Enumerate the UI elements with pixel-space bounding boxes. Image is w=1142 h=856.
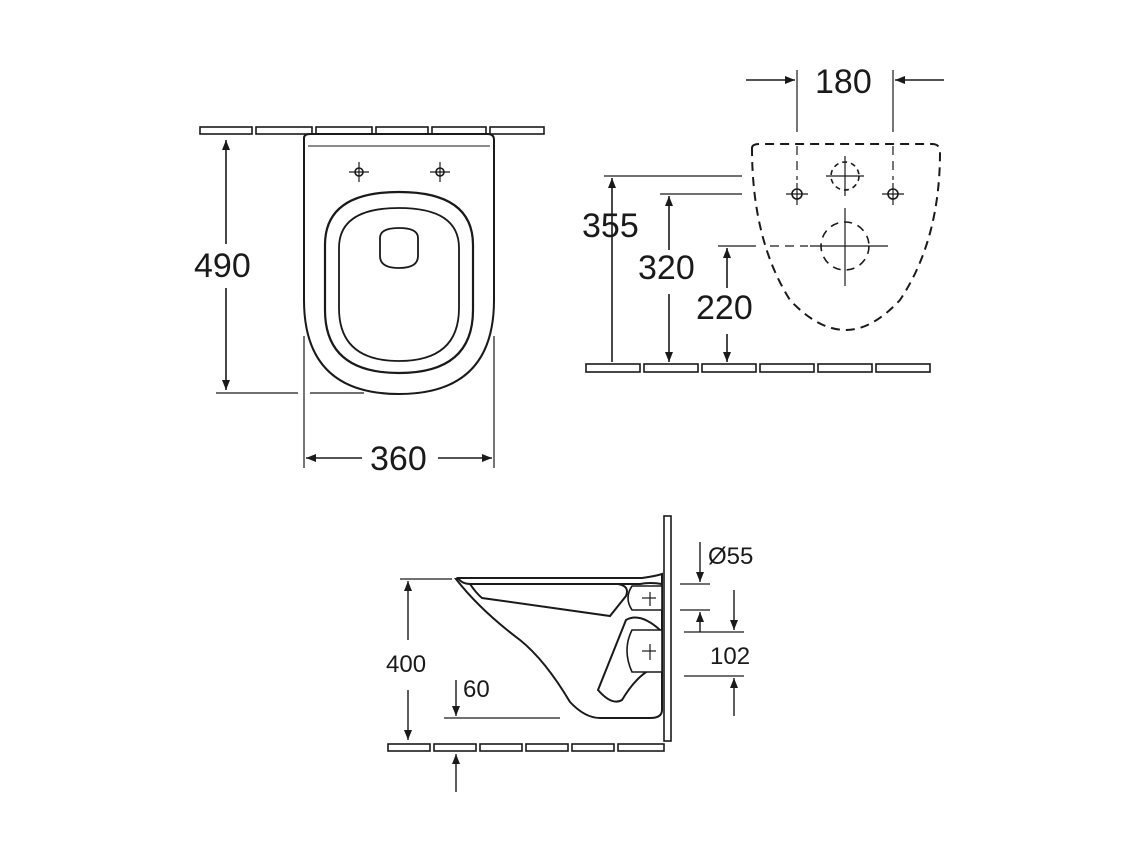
rear-view: [585, 70, 944, 373]
dimension-360: [303, 336, 495, 468]
rim: [456, 572, 663, 586]
bowl-cavity: [468, 583, 628, 618]
label-102: 102: [710, 643, 750, 670]
label-180: 180: [815, 63, 872, 101]
outlet-hole: [379, 227, 419, 269]
label-220: 220: [696, 289, 753, 327]
dimension-180: [746, 70, 944, 132]
fixing-hole-right: [430, 162, 450, 182]
wall-top-view: [199, 126, 545, 135]
top-view: [199, 126, 545, 468]
label-355: 355: [582, 207, 639, 245]
dimension-490: [216, 140, 364, 394]
label-490: 490: [194, 247, 251, 285]
wall-side-view: [663, 515, 672, 742]
rear-fixing-hole-right: [882, 183, 904, 205]
rear-fixing-hole-left: [786, 183, 808, 205]
floor-side-view: [387, 743, 665, 752]
floor-rear-view: [585, 363, 931, 373]
label-60: 60: [463, 676, 490, 703]
seat-inner: [338, 207, 460, 362]
label-360: 360: [370, 440, 427, 478]
fixing-hole-left: [349, 162, 369, 182]
inlet-connection: [826, 156, 864, 196]
label-diameter-55: Ø55: [708, 543, 753, 570]
rear-outline-dashed: [750, 143, 942, 332]
seat-ring: [323, 190, 475, 375]
bowl-outline-top: [303, 133, 495, 396]
label-400: 400: [386, 651, 426, 678]
outlet-connection: [810, 208, 888, 286]
label-320: 320: [638, 249, 695, 287]
side-view: [387, 515, 672, 752]
side-dimensions: [400, 542, 744, 792]
